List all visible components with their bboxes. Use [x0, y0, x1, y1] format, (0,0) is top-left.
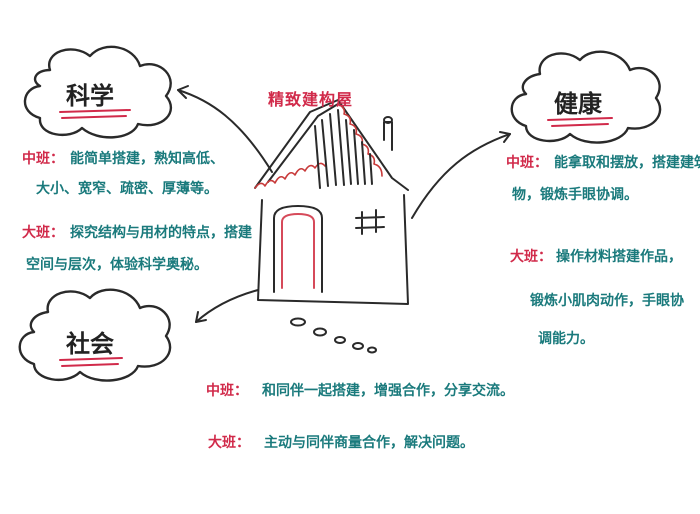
health-senior-line-2: 锻炼小肌肉动作，手眼协	[530, 293, 684, 309]
label-underlines	[59, 109, 613, 367]
health-senior-line-3: 调能力。	[538, 331, 594, 347]
health-label: 健康	[554, 89, 602, 118]
social-senior-level: 大班：	[208, 435, 250, 451]
health-middle-line-2: 物，锻炼手眼协调。	[512, 187, 638, 203]
social-middle-level: 中班：	[206, 383, 248, 399]
arrows	[177, 85, 511, 323]
science-senior-line-1: 探究结构与用材的特点，搭建	[70, 225, 252, 241]
arrow-to-science	[177, 89, 273, 173]
social-middle-line-1: 和同伴一起搭建，增强合作，分享交流。	[262, 383, 514, 399]
cloud-science	[23, 45, 173, 139]
social-label: 社会	[66, 329, 114, 358]
science-senior-line-2: 空间与层次，体验科学奥秘。	[26, 257, 208, 273]
social-senior-line-1: 主动与同伴商量合作，解决问题。	[264, 435, 474, 451]
science-senior-level: 大班：	[22, 225, 64, 241]
science-middle-line-2: 大小、宽窄、疏密、厚薄等。	[36, 181, 218, 197]
arrow-to-social	[195, 289, 259, 323]
health-senior-line-1: 操作材料搭建作品，	[556, 249, 682, 265]
science-label: 科学	[66, 81, 114, 110]
science-middle-level: 中班：	[22, 151, 64, 167]
page-title: 精致建构屋	[268, 90, 354, 109]
cloud-social	[18, 288, 172, 382]
house-illustration	[254, 99, 409, 354]
health-middle-line-1: 能拿取和摆放，搭建建筑	[554, 155, 700, 171]
health-middle-level: 中班：	[506, 155, 548, 171]
science-middle-line-1: 能简单搭建，熟知高低、	[70, 151, 224, 167]
health-senior-level: 大班：	[510, 249, 552, 265]
arrow-to-health	[411, 133, 511, 219]
